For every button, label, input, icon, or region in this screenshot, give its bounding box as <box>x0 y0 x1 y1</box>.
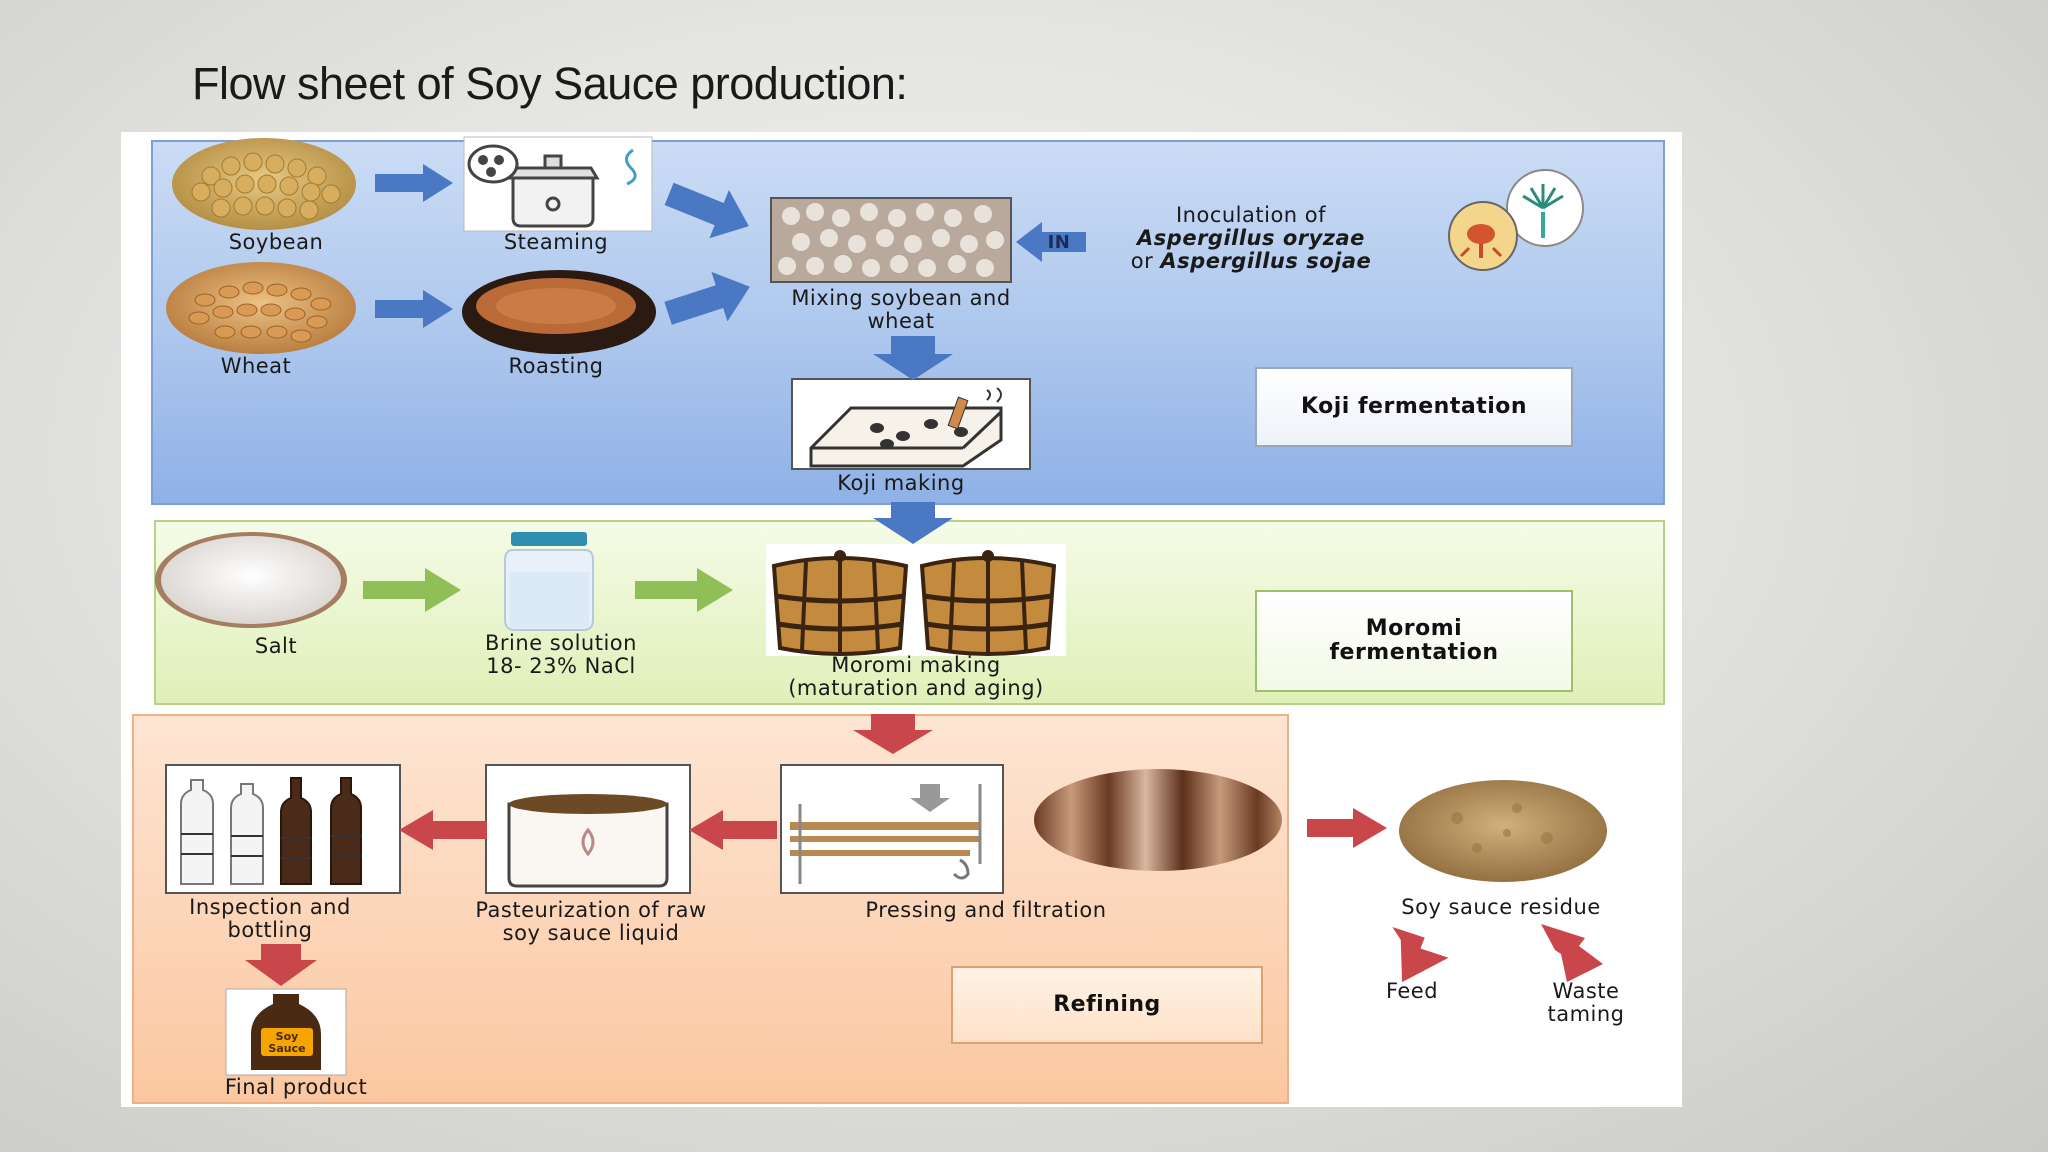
moromi-fermentation-stage: Moromi fermentation <box>1255 590 1573 692</box>
koji-fermentation-stage: Koji fermentation <box>1255 367 1573 447</box>
moromi-barrels-image <box>766 544 1066 656</box>
koji-making-image <box>791 378 1031 470</box>
pressing-label: Pressing and filtration <box>865 898 1107 922</box>
arrow-pasteurization-bottling <box>399 810 487 850</box>
arrow-salt-brine <box>363 568 461 612</box>
inoculation-in-arrow <box>1016 222 1086 262</box>
waste-label-line2: taming <box>1547 1002 1625 1026</box>
arrow-koji-moromi <box>873 502 953 544</box>
arrow-wheat-roasting <box>375 290 453 328</box>
mixing-label-line2: wheat <box>867 309 935 333</box>
pressing-image <box>780 764 1004 894</box>
brine-label-line2: 18- 23% NaCl <box>486 654 636 678</box>
salt-label: Salt <box>254 634 298 658</box>
final-product-image: Soy Sauce <box>225 988 347 1076</box>
arrow-soybean-steaming <box>375 164 453 202</box>
arrow-bottling-final <box>245 944 317 986</box>
inoculation-line2: Aspergillus oryzae <box>1137 226 1365 250</box>
arrow-brine-moromi <box>635 568 733 612</box>
inoculation-line1: Inoculation of <box>1175 203 1327 227</box>
residue-image <box>1399 780 1607 882</box>
bottles-image <box>165 764 401 894</box>
arrow-residue-waste <box>1541 924 1603 982</box>
slide-title: Flow sheet of Soy Sauce production: <box>192 58 908 109</box>
flow-diagram: Soybean Wheat Steaming Roasting <box>121 132 1682 1107</box>
bottle-label-line2: Sauce <box>268 1042 305 1055</box>
wheat-label: Wheat <box>220 354 292 378</box>
wheat-image <box>166 262 356 354</box>
aspergillus-image <box>1448 169 1584 271</box>
inspection-label-line2: bottling <box>227 918 313 942</box>
roasting-label: Roasting <box>508 354 604 378</box>
soybean-label: Soybean <box>228 230 324 254</box>
arrow-steaming-mixing <box>664 182 749 239</box>
moromi-making-line1: Moromi making <box>831 653 1001 677</box>
roasting-image <box>462 270 656 354</box>
arrow-moromi-refining <box>853 714 933 754</box>
final-product-label: Final product <box>224 1075 368 1099</box>
brine-label-line1: Brine solution <box>485 631 637 655</box>
koji-making-label: Koji making <box>837 471 965 495</box>
waste-label-line1: Waste <box>1552 979 1620 1003</box>
residue-label: Soy sauce residue <box>1401 895 1601 919</box>
mixing-label-line1: Mixing soybean and <box>791 286 1011 310</box>
moromi-making-line2: (maturation and aging) <box>788 676 1044 700</box>
inspection-label-line1: Inspection and <box>189 895 351 919</box>
pasteurization-label-line2: soy sauce liquid <box>502 921 680 945</box>
arrow-to-residue <box>1307 808 1387 848</box>
steaming-image <box>463 136 653 232</box>
pasteurization-label-line1: Pasteurization of raw <box>475 898 707 922</box>
feed-label: Feed <box>1385 979 1439 1003</box>
pasteurization-image <box>485 764 691 894</box>
moromi-stage-line1: Moromi <box>1365 616 1463 641</box>
steaming-label: Steaming <box>503 230 609 254</box>
filter-cloth-image <box>1034 769 1282 871</box>
arrow-mixing-koji <box>873 336 953 380</box>
soybean-image <box>172 138 356 230</box>
arrow-pressing-pasteurization <box>689 810 777 850</box>
in-label: IN <box>1047 232 1071 253</box>
mixing-image <box>770 197 1012 283</box>
arrow-residue-feed <box>1392 927 1449 983</box>
moromi-stage-line2: fermentation <box>1329 640 1499 665</box>
inoculation-line3: or Aspergillus sojae <box>1130 249 1372 273</box>
salt-image <box>155 532 347 628</box>
arrow-roasting-mixing <box>664 271 750 325</box>
bottle-label-line1: Soy <box>276 1030 299 1043</box>
brine-image <box>504 532 594 631</box>
refining-stage: Refining <box>951 966 1263 1044</box>
